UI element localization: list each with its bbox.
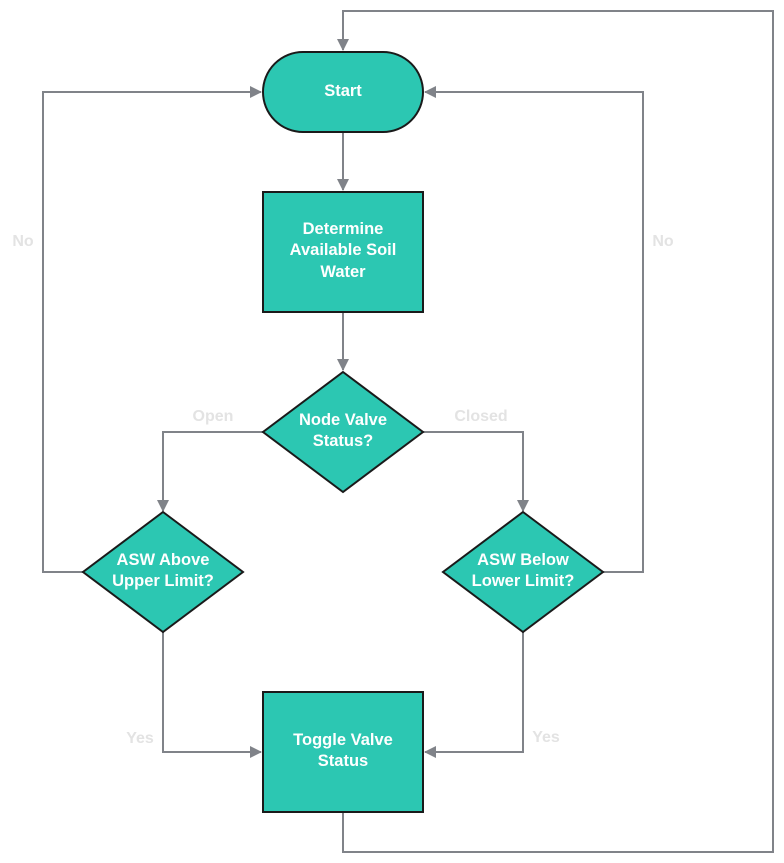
edge-valve-closed (423, 431, 529, 512)
edge-above-yes (162, 632, 262, 758)
determine-label-line-2: Available Soil (290, 241, 397, 259)
determine-process-shape (262, 191, 424, 313)
node-asw-above-decision: ASW Above Upper Limit? (81, 510, 245, 634)
node-start: Start (262, 51, 424, 133)
start-label: Start (324, 82, 362, 100)
edge-valve-open (157, 431, 263, 512)
asw-above-diamond (81, 510, 245, 634)
asw-below-label-line-1: ASW Below (477, 551, 569, 569)
edge-above-no (42, 86, 262, 573)
node-determine-asw: Determine Available Soil Water (262, 191, 424, 313)
start-terminator-shape (262, 51, 424, 133)
edge-label-closed: Closed (454, 408, 507, 425)
edge-label-above-no: No (12, 233, 34, 250)
edge-label-below-no: No (652, 233, 674, 250)
node-toggle-valve: Toggle Valve Status (262, 691, 424, 813)
edge-below-no (424, 86, 644, 573)
asw-below-label-line-2: Lower Limit? (472, 572, 575, 590)
toggle-label-line-1: Toggle Valve (293, 731, 393, 749)
node-valve-status-decision: Node Valve Status? (261, 370, 425, 494)
edge-label-below-yes: Yes (532, 729, 560, 746)
toggle-process-shape (262, 691, 424, 813)
node-asw-below-decision: ASW Below Lower Limit? (441, 510, 605, 634)
valve-status-label-line-1: Node Valve (299, 411, 387, 429)
determine-label-line-3: Water (320, 263, 366, 281)
asw-above-label-line-2: Upper Limit? (112, 572, 214, 590)
asw-below-diamond (441, 510, 605, 634)
edge-below-yes (424, 632, 524, 758)
toggle-label-line-2: Status (318, 752, 368, 770)
edge-toggle-to-start (337, 10, 774, 853)
determine-label-line-1: Determine (303, 220, 384, 238)
asw-above-label-line-1: ASW Above (117, 551, 210, 569)
edge-label-open: Open (193, 408, 234, 425)
valve-status-label-line-2: Status? (313, 432, 374, 450)
edge-label-above-yes: Yes (126, 730, 154, 747)
valve-status-diamond (261, 370, 425, 494)
